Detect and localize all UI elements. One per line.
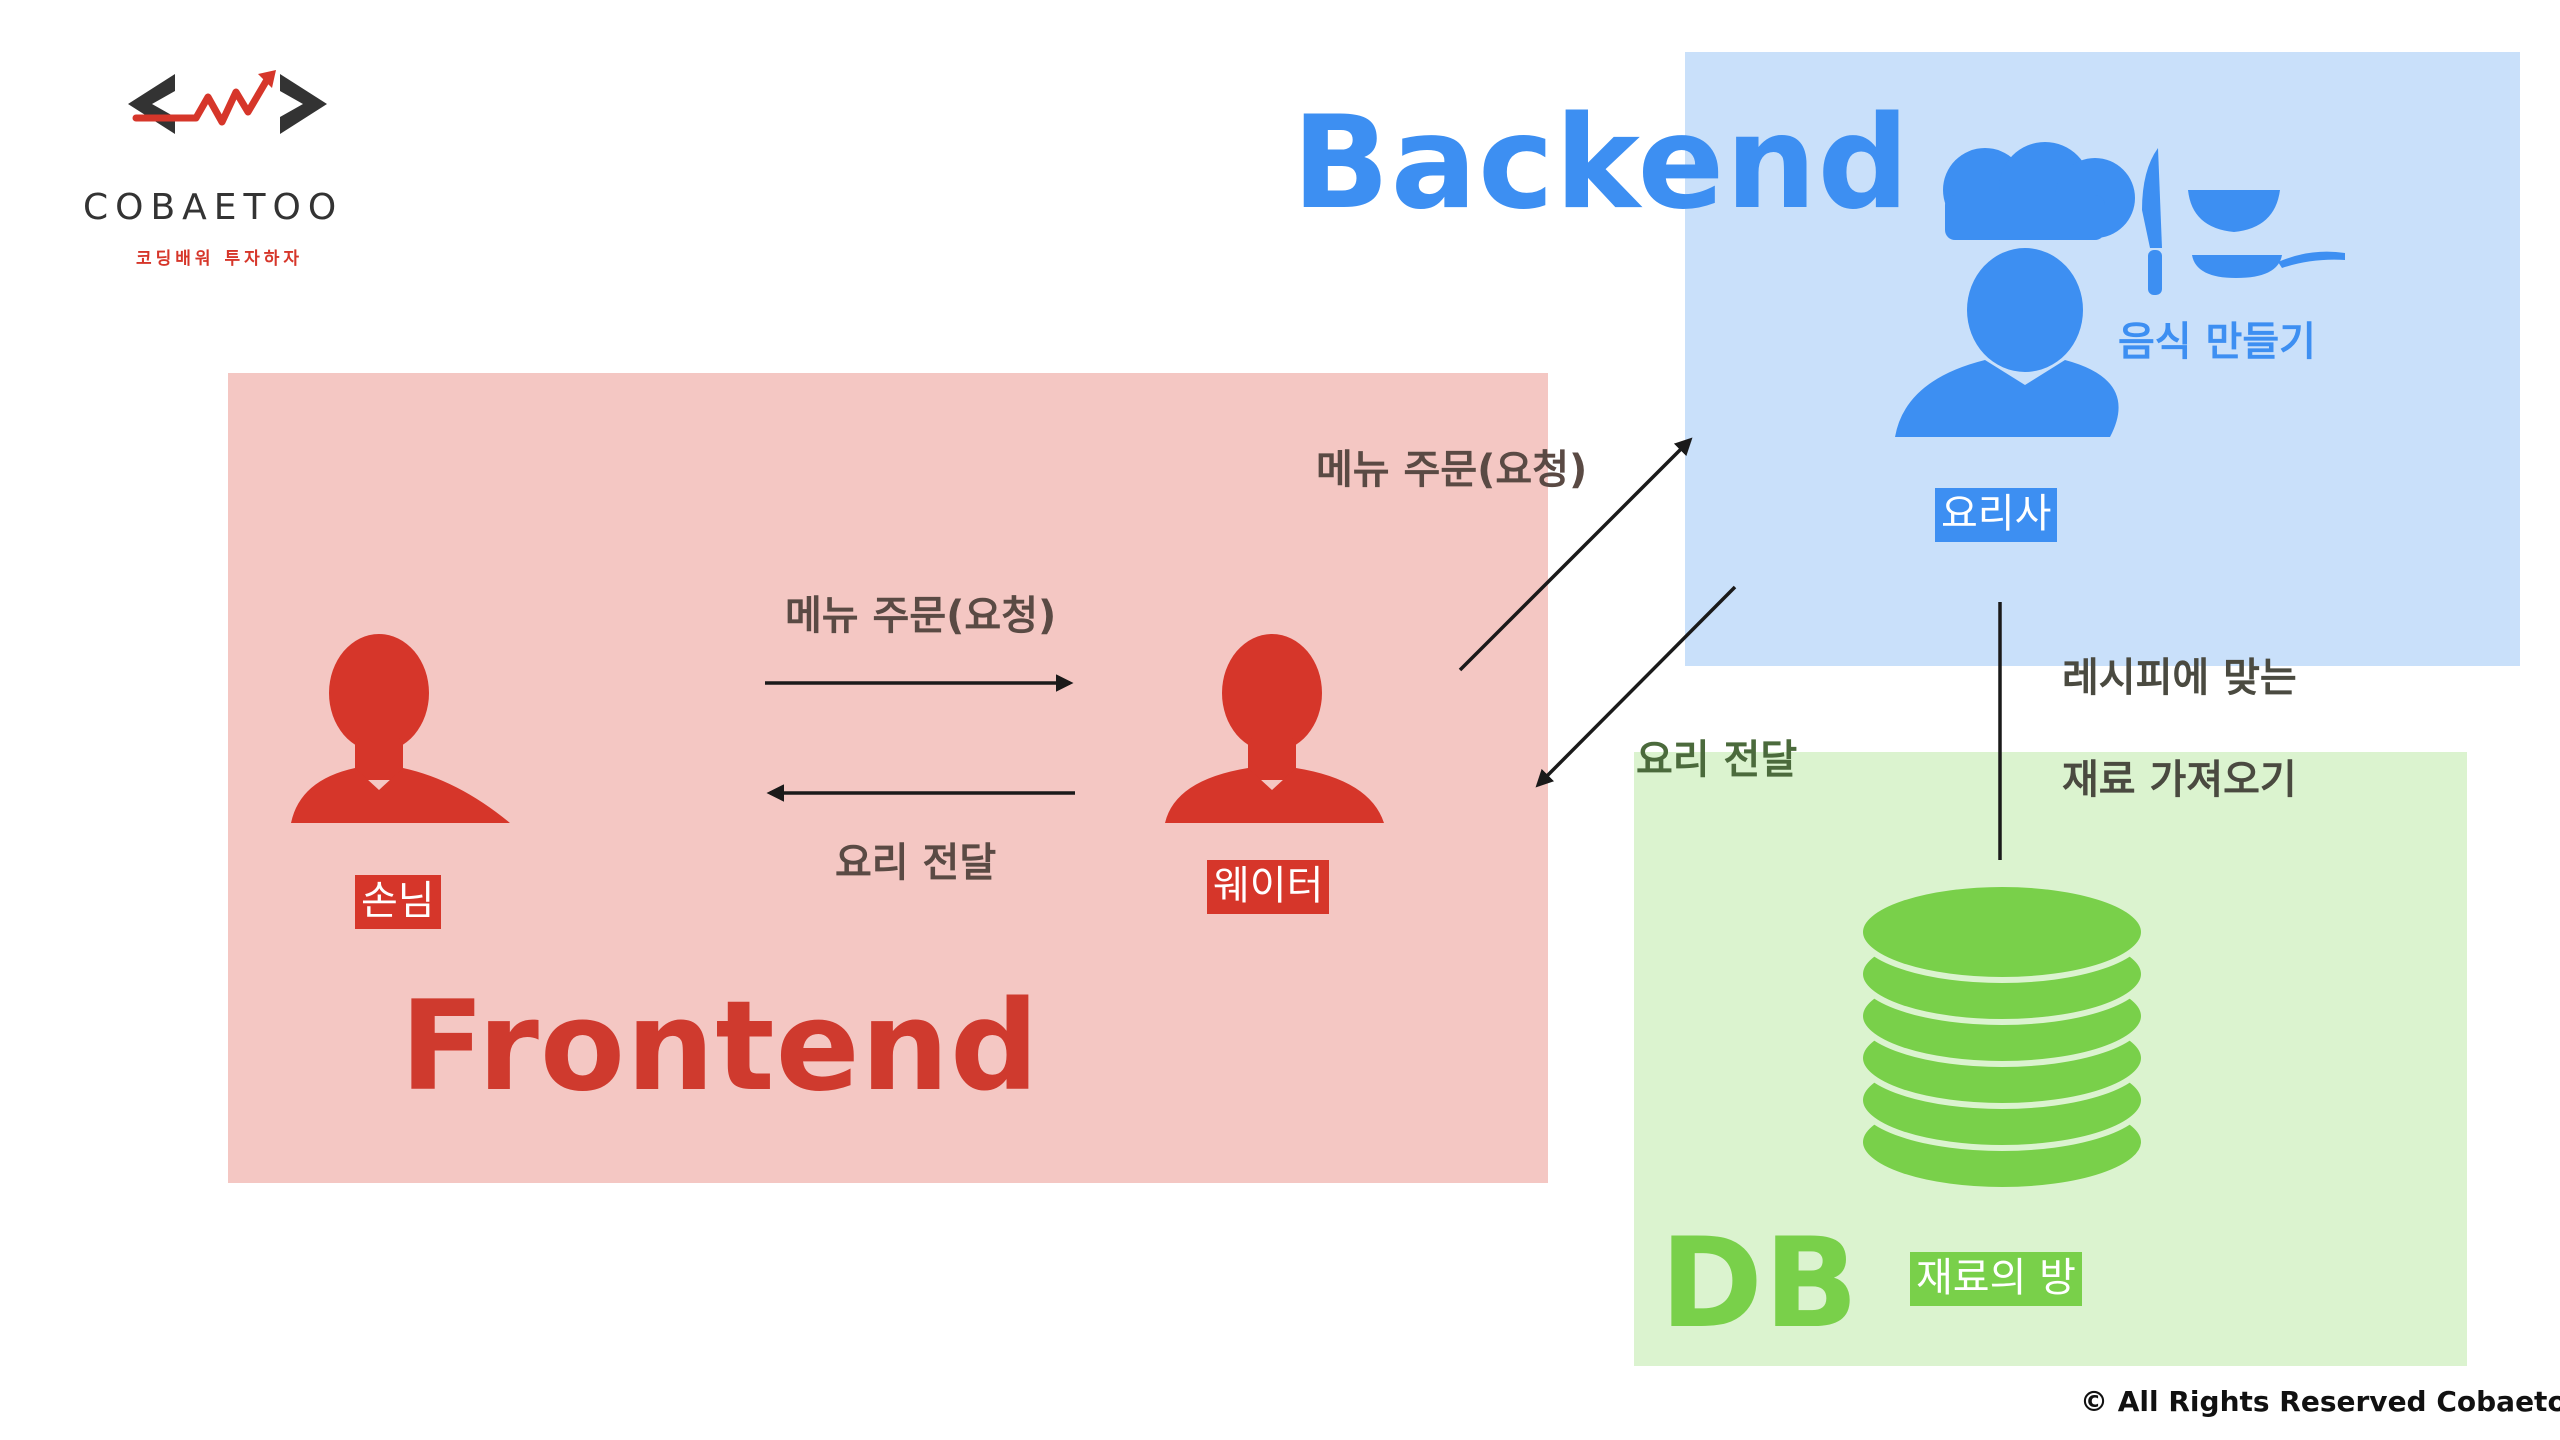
label-chef-db-line2: 재료 가져오기 (2062, 757, 2297, 803)
copyright-notice: © All Rights Reserved Cobaetoo (2080, 1385, 2560, 1418)
database-icon (1857, 881, 2147, 1193)
backend-title: Backend (1292, 89, 1911, 238)
customer-person-icon (291, 634, 510, 823)
label-chef-to-waiter: 요리 전달 (1636, 737, 1798, 783)
logo-tagline: 코딩배워 투자하자 (136, 249, 304, 269)
backend-zone (1685, 52, 2520, 666)
frontend-title: Frontend (400, 975, 1040, 1119)
pan-icon (2192, 251, 2345, 278)
label-waiter-to-chef: 메뉴 주문(요청) (1316, 447, 1588, 493)
arrow-waiter-to-chef (1458, 437, 1693, 672)
cooking-caption: 음식 만들기 (2118, 319, 2316, 365)
waiter-tag: 웨이터 (1207, 860, 1330, 914)
label-waiter-to-customer: 요리 전달 (835, 840, 997, 886)
pantry-tag: 재료의 방 (1910, 1252, 2082, 1306)
knife-icon (2142, 148, 2162, 295)
customer-tag: 손님 (355, 875, 441, 929)
waiter-person-icon (1165, 634, 1384, 823)
label-chef-db-line1: 레시피에 맞는 (2062, 655, 2297, 701)
chef-tag: 요리사 (1935, 488, 2058, 542)
db-title: DB (1660, 1212, 1860, 1356)
bowl-icon (2188, 190, 2280, 232)
arrow-chef-to-waiter (1535, 585, 1737, 788)
chef-icon (1895, 142, 2135, 437)
logo-name: COBAETOO (83, 187, 344, 228)
label-customer-to-waiter: 메뉴 주문(요청) (785, 593, 1057, 639)
